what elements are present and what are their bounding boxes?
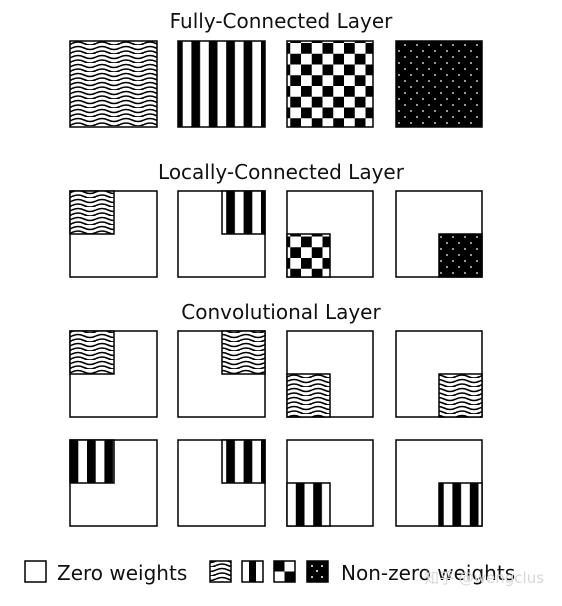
lc-box-3: [286, 190, 374, 278]
legend-nonzero-label: Non-zero weights: [341, 561, 516, 585]
conv-wave-box-2: [177, 330, 266, 418]
legend-checker-swatch: [273, 560, 296, 583]
fc-box-stripes: [177, 40, 266, 128]
lc-box-2: [177, 190, 266, 278]
legend-zero-label: Zero weights: [57, 561, 188, 585]
lc-box-1: [69, 190, 158, 278]
conv-stripe-box-3: [286, 439, 374, 527]
legend-wave-swatch: [209, 560, 232, 583]
convolutional-title: Convolutional Layer: [181, 300, 381, 324]
conv-stripe-box-2: [177, 439, 266, 527]
conv-wave-box-1: [69, 330, 158, 418]
legend-stripe-swatch: [241, 560, 264, 583]
locally-connected-title: Locally-Connected Layer: [158, 160, 404, 184]
watermark: 知乎 @wengclus: [424, 569, 545, 587]
fully-connected-title: Fully-Connected Layer: [169, 9, 393, 33]
conv-stripe-box-1: [69, 439, 158, 527]
conv-wave-box-4: [395, 330, 483, 418]
fc-box-checker: [286, 40, 374, 128]
conv-wave-box-3: [286, 330, 374, 418]
legend-zero-swatch: [24, 560, 47, 583]
fc-box-dots: [395, 40, 483, 128]
lc-box-4: [395, 190, 483, 278]
conv-stripe-box-4: [395, 439, 483, 527]
legend-dots-swatch: [306, 560, 329, 583]
fc-box-wave: [69, 40, 158, 128]
